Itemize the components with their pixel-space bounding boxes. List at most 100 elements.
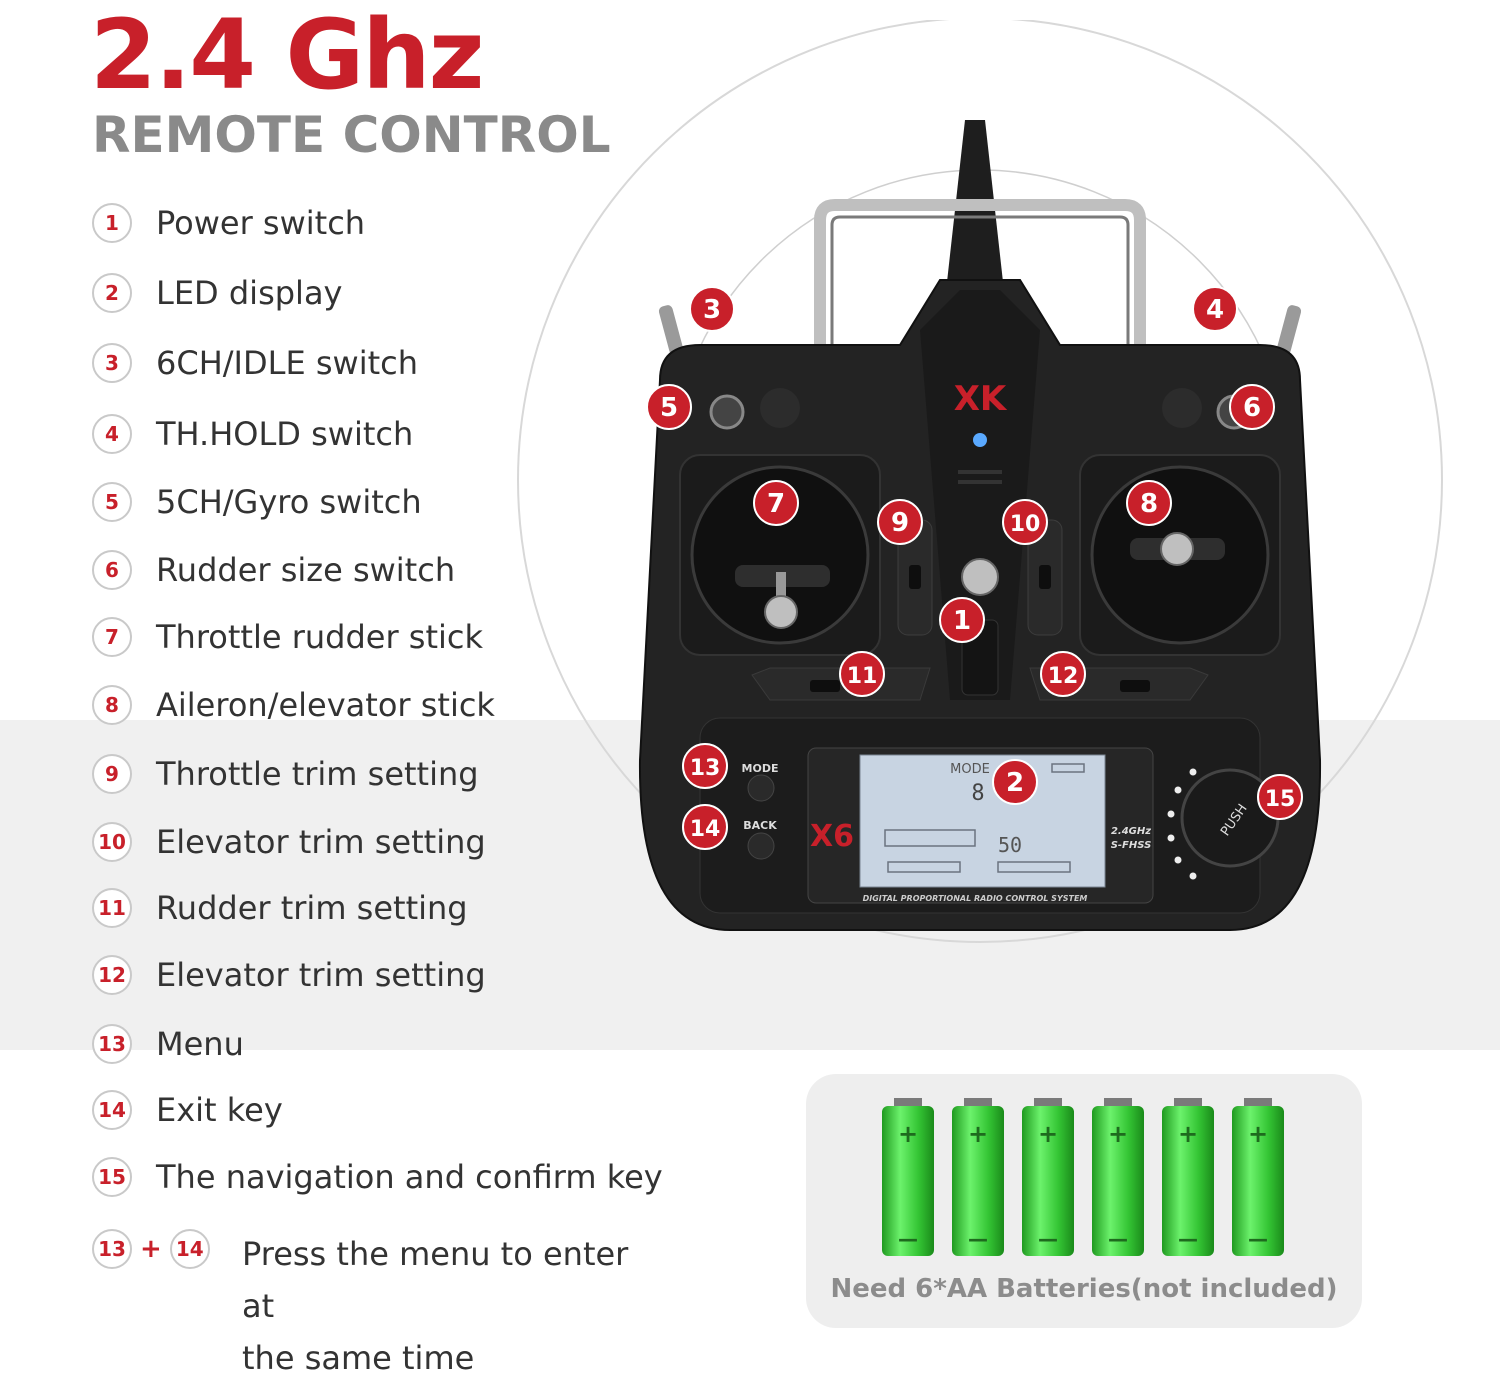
badge-number: 2 [1006,768,1024,798]
combo-num-14: 14 [169,1229,210,1269]
badge-number: 4 [1206,295,1224,325]
lcd-bars [884,829,976,847]
combo-line-2: the same time [242,1339,475,1377]
combo-num-13: 13 [92,1229,132,1269]
badge-number: 5 [660,393,678,423]
lcd-value: 8 [971,781,984,806]
badge-circle [682,743,728,789]
feature-number: 10 [92,822,132,862]
aa-battery: +— [1162,1098,1214,1256]
battery-plus: + [1108,1120,1128,1148]
badge-number: 9 [891,508,909,538]
badge-circle [1126,480,1172,526]
feature-label: Throttle trim setting [156,755,479,793]
combo-plus: + [140,1234,162,1264]
feature-number: 11 [92,888,132,928]
aa-battery: +— [1092,1098,1144,1256]
fhss-label: S-FHSS [1111,840,1152,851]
lcd-display [859,754,1106,888]
feature-number: 5 [92,482,132,522]
badge-circle [939,597,985,643]
badge-number: 6 [1243,393,1261,423]
aa-battery: +— [1232,1098,1284,1256]
badge-number: 15 [1265,787,1296,812]
knob-left [760,388,800,428]
badge-number: 10 [1010,512,1041,537]
aa-battery: +— [882,1098,934,1256]
badge-circle [689,286,735,332]
badge-circle [839,651,885,697]
battery-minus: — [1108,1227,1128,1251]
battery-minus: — [898,1227,918,1251]
toggle-right-stem [1276,305,1302,355]
badge-circle [1257,774,1303,820]
feature-label: Menu [156,1025,244,1063]
badge-number: 14 [690,817,721,842]
feature-number: 13 [92,1024,132,1064]
feature-number: 1 [92,203,132,243]
battery-plus: + [1178,1120,1198,1148]
trim-11 [751,667,931,701]
speaker-grill [958,470,1002,474]
feature-label: LED display [156,274,343,312]
badge-circle [877,499,923,545]
page-subtitle: REMOTE CONTROL [92,106,611,164]
model-label: X6 [810,819,854,854]
gimbal-left-ring [690,465,870,645]
feature-number: 3 [92,343,132,383]
badge-circle [992,759,1038,805]
stick-right-knob [1160,532,1194,566]
mode-label: MODE [742,762,779,775]
battery-minus: — [1038,1227,1058,1251]
feature-number: 2 [92,273,132,313]
lcd-battery-icon [1051,763,1085,773]
aa-battery: +— [1022,1098,1074,1256]
badge-number: 7 [767,489,785,519]
feature-label: Throttle rudder stick [156,618,484,656]
lcd-number: 50 [998,833,1022,857]
remote-illustration: XK MODE BACK X6 MODE 8 50 2.4GHz S-FHSS … [517,20,1443,943]
freq-label: 2.4GHz [1111,826,1151,837]
brand-logo: XK [954,379,1008,419]
feature-label: 5CH/Gyro switch [156,483,422,521]
toggle-left-stem [658,305,684,355]
aa-battery: +— [952,1098,1004,1256]
feature-number: 12 [92,955,132,995]
battery-row: +—+—+—+—+—+— [882,1098,1284,1256]
battery-plus: + [968,1120,988,1148]
feature-label: The navigation and confirm key [156,1158,663,1196]
feature-item: 13 Menu [92,1024,244,1064]
mode-button [747,774,775,802]
badge-number: 1 [953,606,971,636]
nav-dots [1167,768,1197,880]
battery-minus: — [1178,1227,1198,1251]
badge-number: 3 [703,295,721,325]
back-button [747,832,775,860]
feature-label: Rudder size switch [156,551,456,589]
battery-caption: Need 6*AA Batteries(not included) [830,1274,1338,1304]
back-label: BACK [743,819,777,832]
carry-handle-inner [830,215,1130,370]
badge-circle [1229,384,1275,430]
background-arc [517,20,1443,943]
feature-item: 8 Aileron/elevator stick [92,685,495,725]
battery-plus: + [1038,1120,1058,1148]
badge-circle [682,804,728,850]
battery-box: +—+—+—+—+—+— Need 6*AA Batteries(not inc… [806,1074,1362,1328]
feature-number: 14 [92,1090,132,1130]
badge-number: 8 [1140,489,1158,519]
system-label: DIGITAL PROPORTIONAL RADIO CONTROL SYSTE… [863,894,1088,903]
feature-number: 8 [92,685,132,725]
feature-label: TH.HOLD switch [156,415,414,453]
power-switch [961,558,999,596]
badge-circle [1002,499,1048,545]
badge-circle [1192,286,1238,332]
feature-item: 5 5CH/Gyro switch [92,482,422,522]
feature-label: Aileron/elevator stick [156,686,495,724]
switch-5-base [709,394,745,430]
